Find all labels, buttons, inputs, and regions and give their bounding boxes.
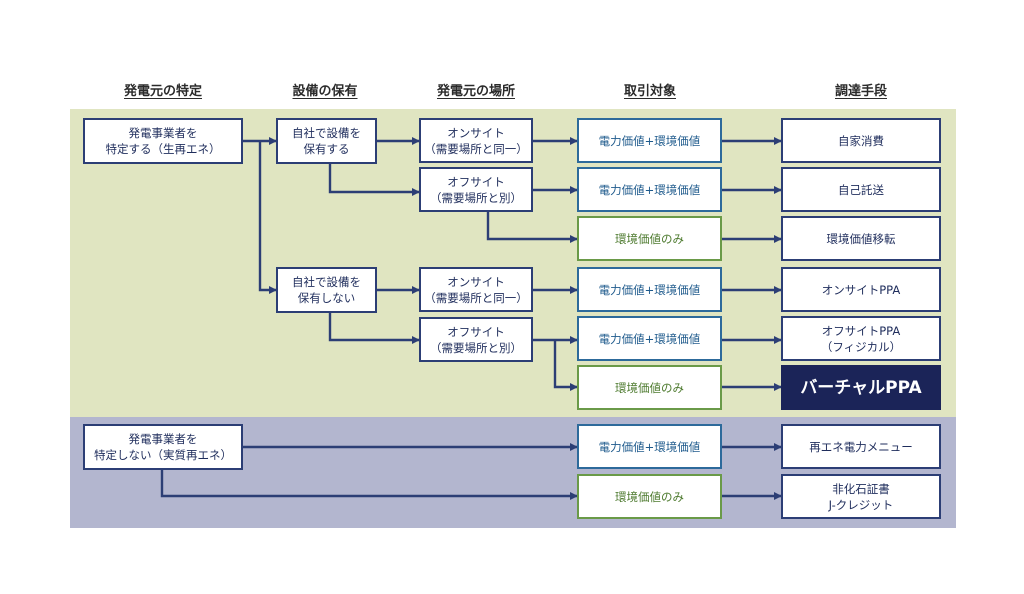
box-target-power-env-1: 電力価値+環境価値 — [577, 118, 722, 163]
box-target-power-env-3: 電力価値+環境価値 — [577, 267, 722, 312]
box-method-self-consumption: 自家消費 — [781, 118, 941, 163]
header-source-identification: 発電元の特定 — [123, 84, 203, 99]
header-equipment-ownership: 設備の保有 — [292, 84, 358, 99]
box-target-env-only-2: 環境価値のみ — [577, 365, 722, 410]
arrow-offsite2-to-env — [553, 340, 578, 391]
box-method-self-wheeling: 自己託送 — [781, 167, 941, 212]
arrow-unspecified-to-env — [160, 469, 578, 500]
arrow-not-own-to-offsite — [328, 312, 420, 344]
box-offsite-2: オフサイト （需要場所と別） — [419, 317, 533, 362]
box-onsite-1: オンサイト （需要場所と同一） — [419, 118, 533, 163]
box-method-re-menu: 再エネ電力メニュー — [781, 424, 941, 469]
box-target-power-env-2: 電力価値+環境価値 — [577, 167, 722, 212]
box-method-env-transfer: 環境価値移転 — [781, 216, 941, 261]
header-transaction-target: 取引対象 — [623, 84, 677, 99]
box-target-power-env-5: 電力価値+環境価値 — [577, 424, 722, 469]
box-specified-source: 発電事業者を 特定する（生再エネ） — [83, 118, 243, 164]
box-method-certificates: 非化石証書 J-クレジット — [781, 474, 941, 519]
arrow-source-to-not-own — [258, 141, 277, 294]
box-not-own-equipment: 自社で設備を 保有しない — [276, 267, 377, 313]
box-method-virtual-ppa: バーチャルPPA — [781, 365, 941, 410]
box-onsite-2: オンサイト （需要場所と同一） — [419, 267, 533, 312]
arrow-offsite-to-env — [486, 212, 578, 243]
box-own-equipment: 自社で設備を 保有する — [276, 118, 377, 164]
arrow-own-to-offsite — [328, 164, 420, 196]
box-method-offsite-ppa-physical: オフサイトPPA （フィジカル） — [781, 316, 941, 361]
box-target-env-only-1: 環境価値のみ — [577, 216, 722, 261]
box-offsite-1: オフサイト （需要場所と別） — [419, 167, 533, 212]
box-target-env-only-3: 環境価値のみ — [577, 474, 722, 519]
box-target-power-env-4: 電力価値+環境価値 — [577, 316, 722, 361]
header-procurement-method: 調達手段 — [834, 84, 888, 99]
box-method-onsite-ppa: オンサイトPPA — [781, 267, 941, 312]
box-unspecified-source: 発電事業者を 特定しない（実質再エネ） — [83, 424, 243, 470]
header-source-location: 発電元の場所 — [436, 84, 516, 99]
